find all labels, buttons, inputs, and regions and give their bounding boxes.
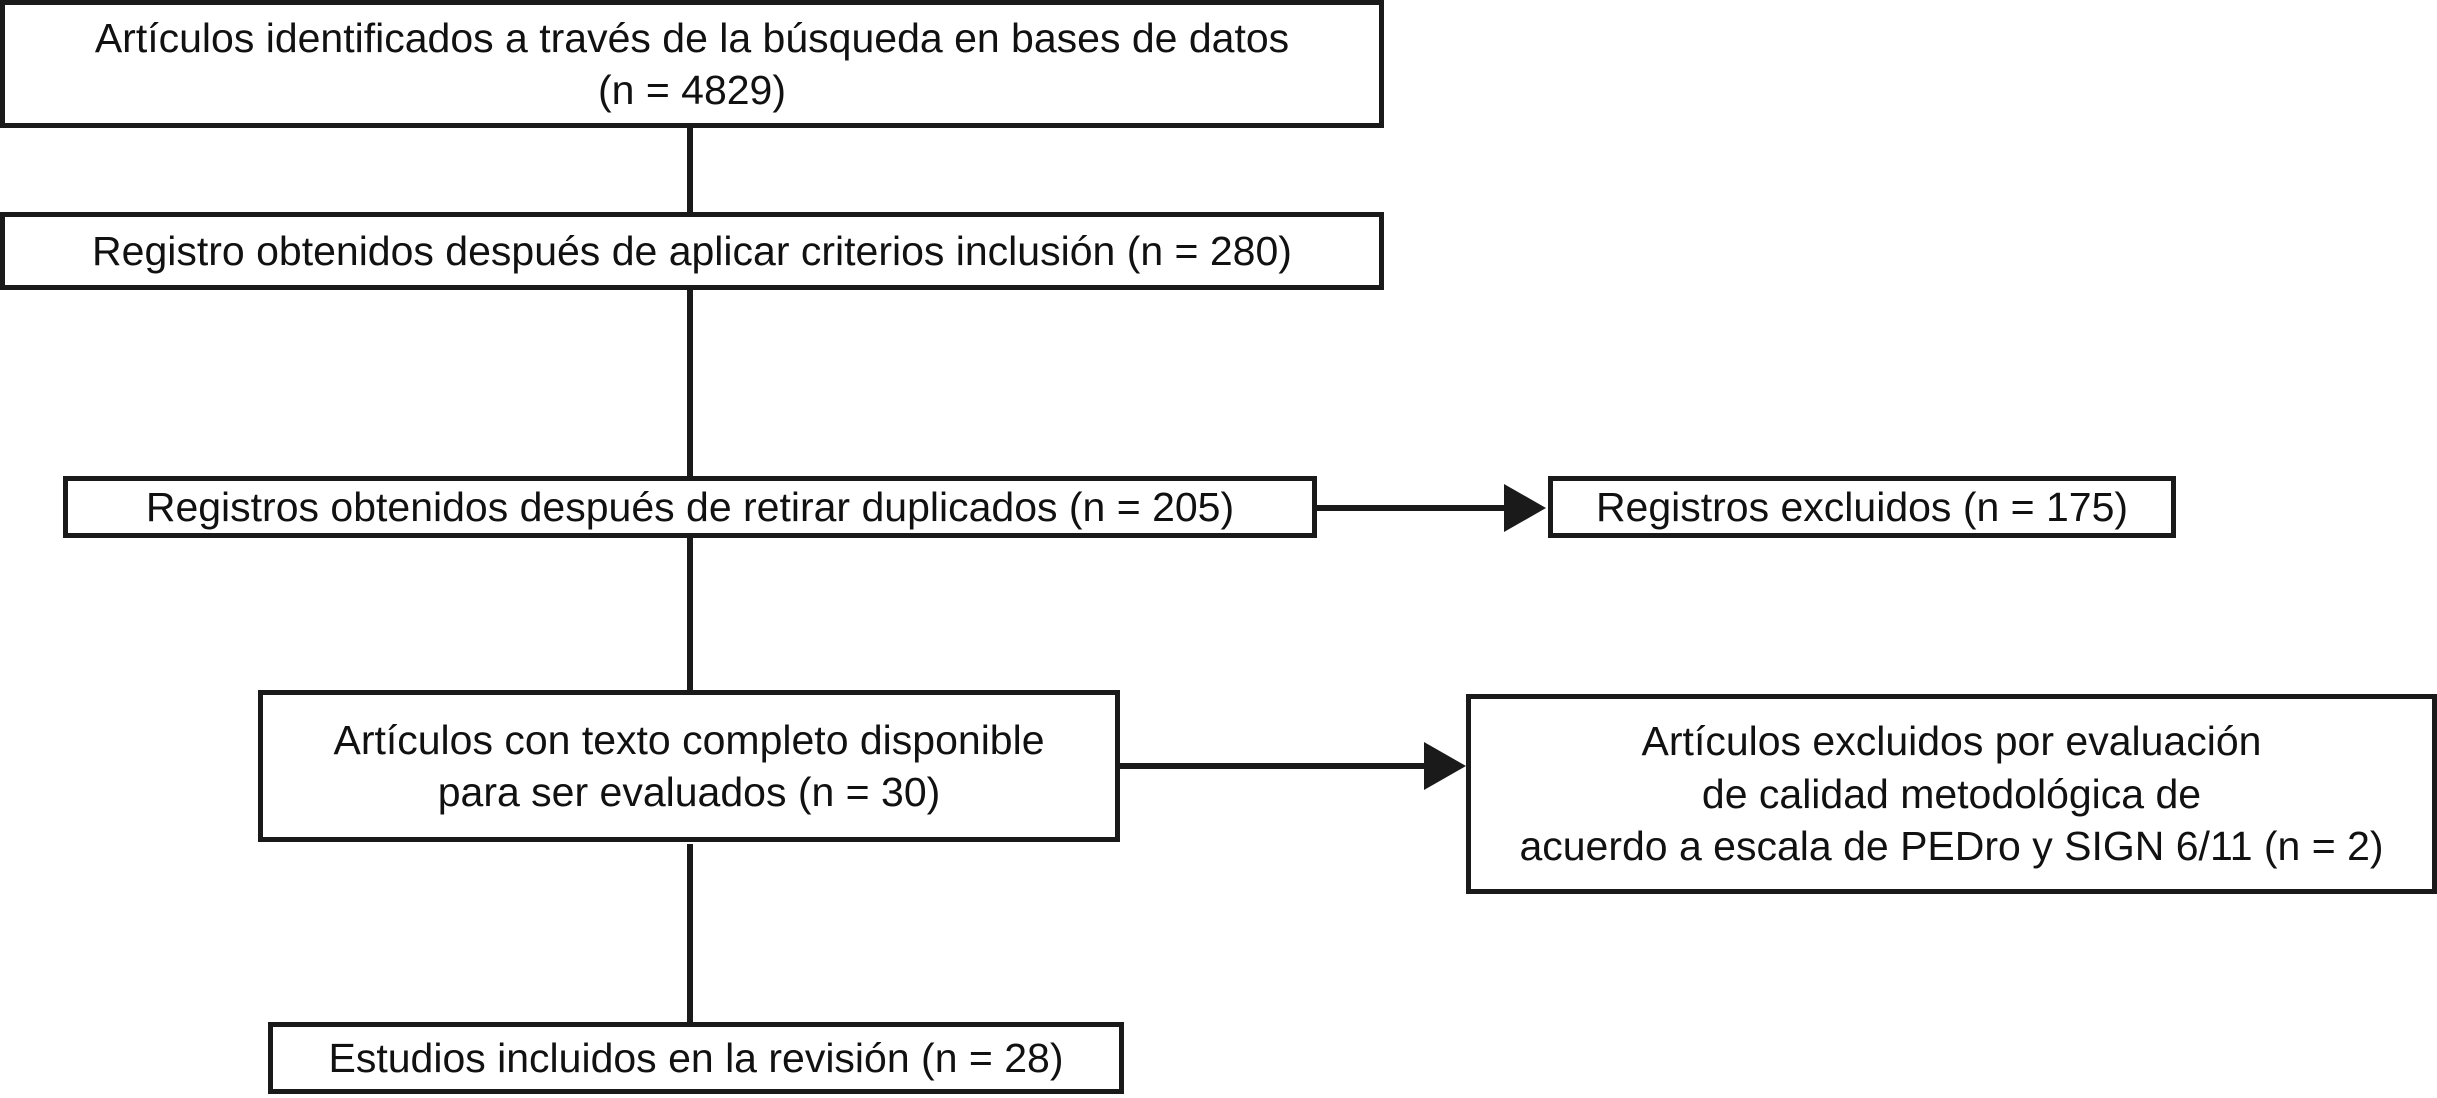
connector-identified-to-inclusion — [687, 124, 693, 216]
node-articles-excluded-quality: Artículos excluidos por evaluación de ca… — [1466, 694, 2437, 894]
node-records-excluded: Registros excluidos (n = 175) — [1548, 476, 2176, 538]
connector-duplicates-to-records-excluded — [1312, 505, 1510, 511]
node-duplicates-removed: Registros obtenidos después de retirar d… — [63, 476, 1317, 538]
connector-fulltext-to-included — [687, 844, 693, 1024]
node-studies-included: Estudios incluidos en la revisión (n = 2… — [268, 1022, 1124, 1094]
arrowhead-articles-excluded-icon — [1424, 742, 1466, 790]
connector-duplicates-to-fulltext — [687, 536, 693, 692]
node-full-text-assessed: Artículos con texto completo disponible … — [258, 690, 1120, 842]
node-identified: Artículos identificados a través de la b… — [0, 0, 1384, 128]
arrowhead-records-excluded-icon — [1504, 484, 1546, 532]
connector-inclusion-to-duplicates — [687, 286, 693, 480]
connector-fulltext-to-articles-excluded — [1118, 763, 1430, 769]
node-inclusion-criteria: Registro obtenidos después de aplicar cr… — [0, 212, 1384, 290]
